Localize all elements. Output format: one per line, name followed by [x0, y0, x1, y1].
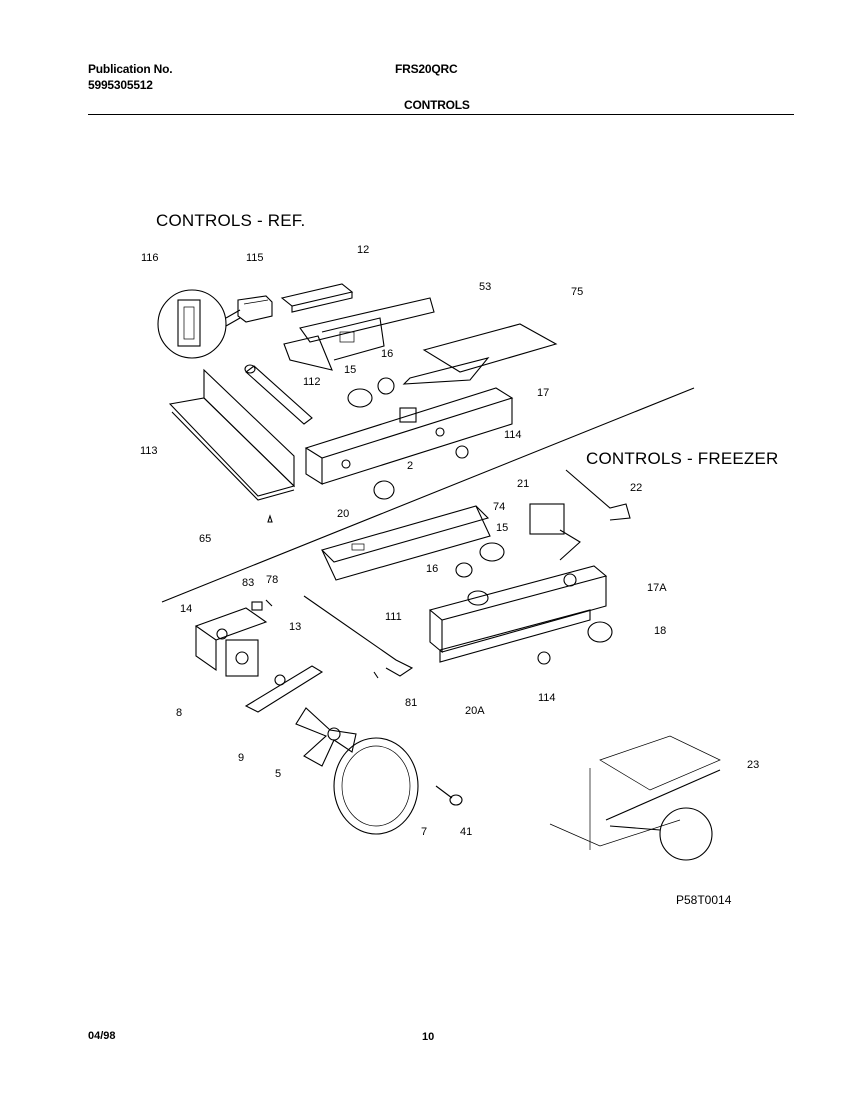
label-15b: 15 — [496, 522, 509, 534]
label-14: 14 — [180, 603, 193, 615]
label-7: 7 — [421, 826, 428, 838]
label-15: 15 — [344, 364, 357, 376]
label-17: 17 — [537, 387, 550, 399]
part-21-thermostat — [529, 503, 565, 535]
part-115-bracket — [237, 295, 273, 323]
part-112-tube — [245, 365, 313, 425]
part-65-clip — [267, 514, 273, 523]
part-14-bracket — [194, 607, 268, 641]
label-20: 20 — [337, 508, 350, 520]
part-111-tube — [303, 595, 414, 677]
part-13-motor — [225, 639, 259, 677]
part-114-screw — [455, 445, 469, 459]
part-78-pin — [265, 599, 273, 607]
label-13: 13 — [289, 621, 302, 633]
label-22: 22 — [630, 482, 643, 494]
part-9-bracket — [244, 665, 324, 713]
publication-number: 5995305512 — [88, 78, 153, 92]
label-16: 16 — [381, 348, 394, 360]
label-18: 18 — [654, 625, 667, 637]
label-8: 8 — [176, 707, 183, 719]
section-divider — [161, 387, 695, 603]
part-2-knob — [373, 480, 395, 500]
part-18-knob — [587, 621, 613, 643]
label-75: 75 — [571, 286, 584, 298]
part-41-screw — [435, 785, 453, 799]
label-23: 23 — [747, 759, 760, 771]
header-rule — [88, 114, 794, 115]
label-83: 83 — [242, 577, 255, 589]
label-74: 74 — [493, 501, 506, 513]
part-116-switch — [177, 299, 201, 347]
section-title: CONTROLS — [404, 98, 470, 112]
part-7-shroud — [333, 737, 419, 835]
drawing-code: P58T0014 — [676, 893, 732, 907]
part-12-cover — [280, 283, 354, 307]
part-15-bulb — [347, 388, 373, 408]
part-16b-socket — [455, 562, 473, 578]
part-15b-bulb — [479, 542, 505, 562]
title-controls-ref: CONTROLS - REF. — [156, 211, 306, 230]
label-16b: 16 — [426, 563, 439, 575]
publication-label: Publication No. — [88, 62, 173, 76]
label-53: 53 — [479, 281, 492, 293]
label-5: 5 — [275, 768, 282, 780]
label-41: 41 — [460, 826, 473, 838]
part-8-grommet — [216, 628, 228, 640]
label-114b: 114 — [538, 692, 556, 704]
label-114: 114 — [504, 429, 522, 441]
part-75-plate — [422, 323, 558, 373]
label-2: 2 — [407, 460, 414, 472]
footer-date: 04/98 — [88, 1030, 116, 1042]
part-83-clip — [251, 601, 263, 611]
label-9: 9 — [238, 752, 245, 764]
part-81-screw — [373, 671, 379, 679]
magnifier-circle — [157, 289, 227, 359]
model-number: FRS20QRC — [395, 62, 458, 76]
label-112: 112 — [303, 376, 321, 388]
label-65: 65 — [199, 533, 212, 545]
label-12: 12 — [357, 244, 370, 256]
part-113-panel — [203, 368, 295, 488]
part-23-inset — [549, 819, 681, 847]
label-113: 113 — [140, 445, 158, 457]
part-53-housing — [299, 297, 435, 343]
part-17A-housing — [428, 565, 608, 621]
label-20A: 20A — [465, 705, 485, 717]
part-16-socket — [377, 377, 395, 395]
title-controls-freezer: CONTROLS - FREEZER — [586, 449, 779, 468]
part-17-housing — [304, 387, 514, 459]
label-115: 115 — [246, 252, 264, 264]
label-17A: 17A — [647, 582, 667, 594]
label-78: 78 — [266, 574, 279, 586]
footer-page: 10 — [422, 1031, 435, 1043]
label-21: 21 — [517, 478, 530, 490]
part-5-fan-blade — [295, 707, 357, 767]
label-111: 111 — [385, 611, 402, 623]
label-81: 81 — [405, 697, 418, 709]
part-74-plate — [320, 505, 490, 563]
label-116: 116 — [141, 252, 159, 264]
part-20A-panel — [439, 609, 591, 663]
part-114b-screw — [537, 651, 551, 665]
part-22-capillary — [565, 469, 631, 521]
